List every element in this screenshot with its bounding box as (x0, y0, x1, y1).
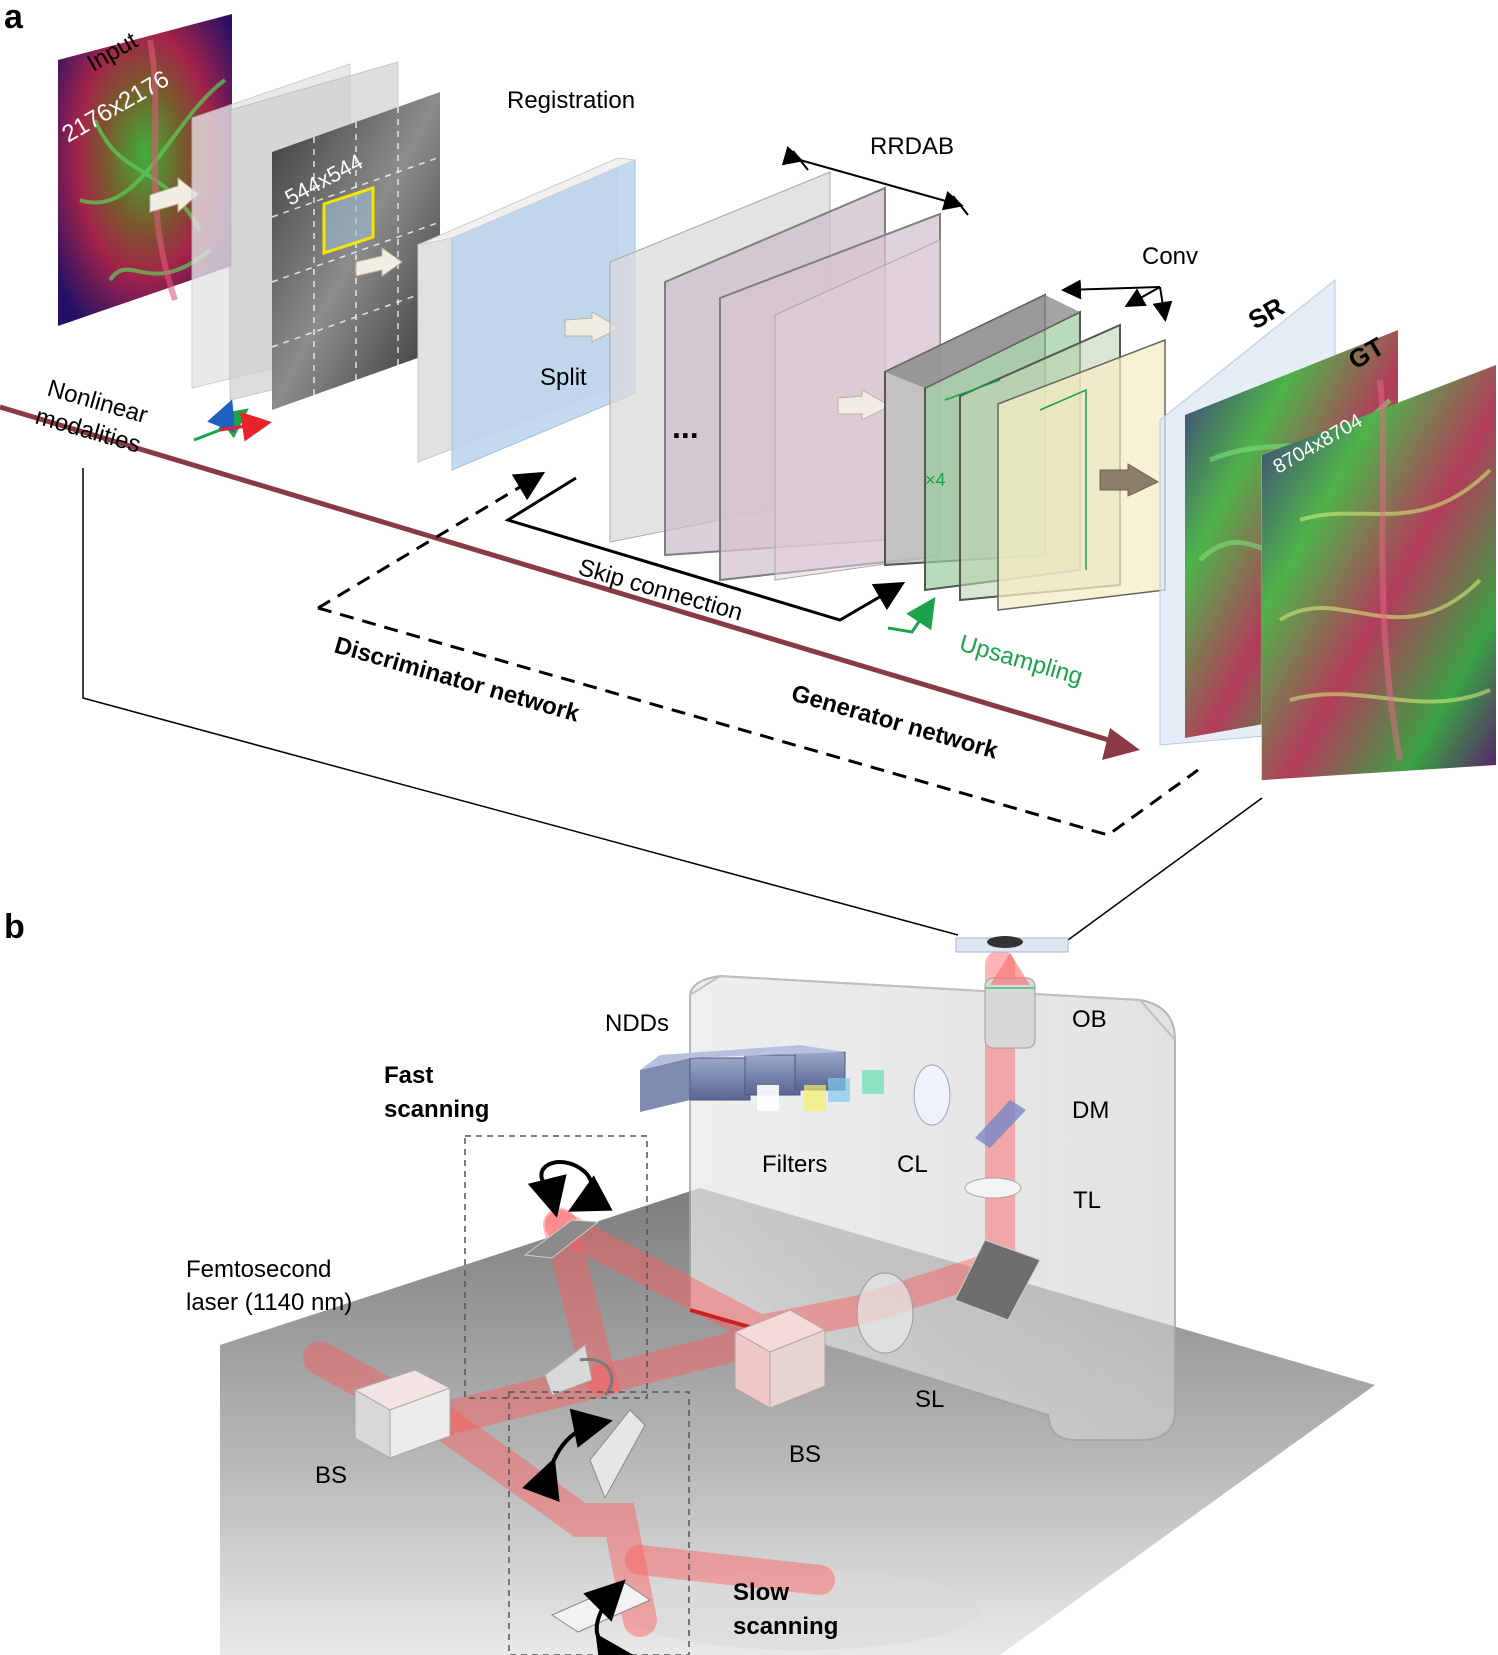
fast-scan-mirror-2 (544, 1344, 593, 1396)
flow-arrow-5 (1099, 463, 1160, 497)
fast-scanning-group (464, 1135, 648, 1399)
panel-b: b OB (4, 908, 1375, 1655)
panel-a-letter: a (4, 0, 24, 36)
sl-label: SL (915, 1386, 944, 1413)
patch-split-stack: 544x544 (191, 61, 441, 410)
input-image-stack: Input 2176x2176 (58, 14, 232, 326)
generator-network-arrow (0, 404, 1133, 750)
ndd-detectors (640, 1045, 846, 1112)
axes-icon (193, 399, 272, 442)
input-to-microscope-line (82, 468, 959, 936)
beam-splitter-left (353, 1369, 452, 1459)
gt-image (1262, 365, 1496, 780)
cl-label: CL (897, 1151, 928, 1178)
bs-left-label: BS (315, 1462, 347, 1489)
ndds-label: NDDs (605, 1010, 669, 1037)
slow-rotation-arrow-icon-2 (583, 1579, 635, 1655)
times4-label: ×4 (925, 470, 946, 490)
laser-label-line1: Femtosecond (186, 1256, 331, 1283)
panel-b-letter: b (4, 908, 25, 946)
output-images: SR GT 8704x8704 (1159, 278, 1496, 781)
sample-stage (955, 936, 1069, 953)
filters (757, 1070, 884, 1111)
laser-label-line2: laser (1140 nm) (186, 1289, 352, 1316)
bs-right-label: BS (789, 1441, 821, 1468)
fast-scan-mirror (523, 1219, 600, 1259)
upsampling-indicator: Upsampling (887, 597, 1086, 691)
output-to-microscope-line (1067, 797, 1263, 941)
dm-label: DM (1072, 1097, 1109, 1124)
ob-label: OB (1072, 1006, 1107, 1033)
generator-arrowhead (1102, 728, 1140, 760)
rrdab-label: RRDAB (870, 133, 954, 160)
ellipsis-label: ... (672, 409, 699, 445)
fast-scanning-line1: Fast (384, 1062, 433, 1089)
flow-arrow-1 (149, 176, 199, 214)
flow-arrow-4 (837, 389, 892, 421)
conv-blocks: ×4 Conv (884, 243, 1198, 611)
input-tissue-image (58, 14, 232, 326)
scan-lens (856, 1272, 914, 1354)
objective-lens (984, 953, 1036, 1049)
fast-scanning-line2: scanning (384, 1096, 489, 1123)
collection-lens (913, 1064, 951, 1126)
conv-label: Conv (1142, 243, 1198, 270)
rrdab-bracket (781, 146, 964, 211)
fold-mirror (954, 1239, 1041, 1321)
slow-scanning-line1: Slow (733, 1579, 789, 1606)
slow-scanning-line2: scanning (733, 1613, 838, 1640)
slow-rotation-arrow-icon-1 (522, 1408, 613, 1502)
split-label: Split (540, 364, 587, 391)
panel-a: a Input 2176x2176 544x544 (0, 0, 1496, 941)
dichroic-mirror (975, 1100, 1026, 1148)
discriminator-label: Discriminator network (331, 632, 583, 728)
tl-label: TL (1073, 1187, 1101, 1214)
fast-rotation-arrow-icon (539, 1160, 613, 1212)
flow-arrow-3 (564, 311, 622, 343)
filters-label: Filters (762, 1151, 827, 1178)
generator-label: Generator network (788, 680, 1001, 765)
flow-arrow-2 (355, 247, 403, 277)
upsampling-label: Upsampling (956, 630, 1085, 691)
tube-lens (964, 1177, 1022, 1199)
slow-scanning-group (508, 1391, 690, 1655)
registration-block: Registration Split (417, 87, 637, 471)
beam-splitter-right (733, 1309, 827, 1409)
selected-patch-box (322, 185, 375, 256)
registration-label: Registration (507, 87, 635, 114)
